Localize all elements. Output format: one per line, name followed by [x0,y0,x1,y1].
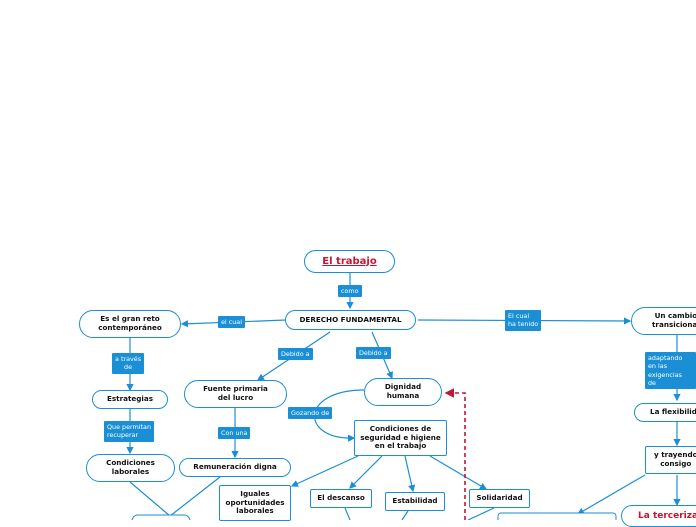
dashed-red-link [444,388,466,520]
node-estrategias[interactable]: Estrategias [92,390,168,409]
label-gozando-de: Gozando de [288,407,333,420]
node-fuente-primaria[interactable]: Fuente primaria del lucro [184,380,287,408]
label-el-cual-left: el cual [218,316,245,329]
label-adaptando: adaptando en las exigencias de [645,352,696,390]
label-debido-a-1: Debido a [278,348,313,361]
label-con-una: Con una [218,427,251,440]
partial-node-bottom-left [131,514,191,520]
node-condiciones-laborales[interactable]: Condiciones laborales [86,454,175,482]
map-title: El trabajo [322,255,377,267]
tercerizacion-text: La terceriza [638,510,696,521]
node-condiciones-seguridad[interactable]: Condiciones de seguridad e higiene en el… [354,420,447,456]
node-solidaridad[interactable]: Solidaridad [469,489,530,508]
node-descanso[interactable]: El descanso [310,489,372,508]
label-el-cual-right: El cual ha tenido [505,310,542,331]
node-iguales-oportunidades[interactable]: Iguales oportunidades laborales [219,485,291,521]
node-derecho-fundamental[interactable]: DERECHO FUNDAMENTAL [285,310,416,330]
label-como: como [338,285,362,298]
node-tercerizacion[interactable]: La terceriza [621,505,696,527]
node-dignidad-humana[interactable]: Dignidad humana [364,378,442,406]
label-debido-a-2: Debido a [356,347,391,360]
title-node[interactable]: El trabajo [304,250,395,273]
node-flexibilidad[interactable]: La flexibilid [634,403,696,422]
node-cambio-transicional[interactable]: Un cambio transicional [631,307,696,335]
label-que-permitan: Que permitan recuperar [104,421,155,442]
node-gran-reto[interactable]: Es el gran reto contemporáneo [79,310,181,338]
partial-node-bottom-right [497,512,617,520]
node-trayendo-consigo[interactable]: y trayendo consigo [645,446,696,474]
node-estabilidad[interactable]: Estabilidad [385,492,445,511]
node-remuneracion-digna[interactable]: Remuneración digna [179,458,291,477]
label-a-traves-de: a través de [112,353,145,374]
